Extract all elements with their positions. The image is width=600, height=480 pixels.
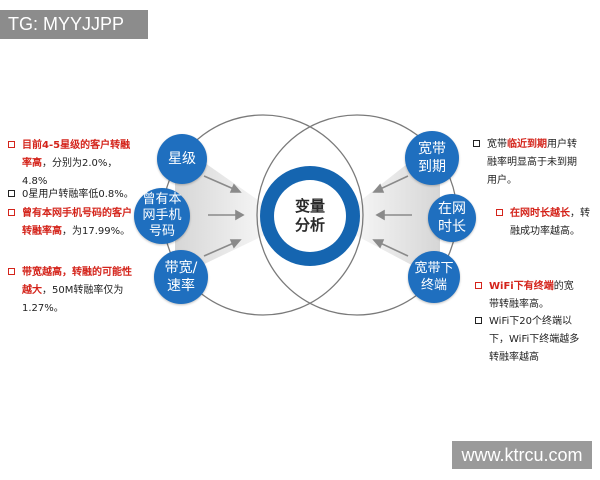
- arrow-left-1: [203, 175, 237, 191]
- node-own-network-phone: 曾有本 网手机 号码: [134, 188, 190, 244]
- red-checkbox-icon: [8, 268, 15, 275]
- node-broadband-expiry: 宽带 到期: [405, 131, 459, 185]
- checkbox-icon: [8, 190, 15, 197]
- arrow-right-1: [377, 175, 409, 191]
- corner-tag: TG: MYYJJPP: [0, 10, 148, 39]
- watermark: www.ktrcu.com: [452, 441, 592, 469]
- node-bandwidth-rate: 带宽/ 速率: [154, 250, 208, 304]
- red-checkbox-icon: [8, 209, 15, 216]
- red-checkbox-icon: [475, 282, 482, 289]
- node-star-rating: 星级: [157, 134, 207, 184]
- red-checkbox-icon: [496, 209, 503, 216]
- note-right-tenure: 在网时长越长，转融成功率越高。: [496, 205, 594, 241]
- note-right-wifi-terminal: WiFi下有终端的宽带转融率高。: [475, 278, 581, 314]
- note-right-expiry: 宽带临近到期用户转融率明显高于未到期用户。: [473, 136, 579, 190]
- checkbox-icon: [475, 317, 482, 324]
- center-label: 变量 分析: [274, 180, 346, 252]
- node-wifi-terminals: 宽带下 终端: [408, 251, 460, 303]
- note-right-wifi-count: WiFi下20个终端以下，WiFi下终端越多转融率越高: [475, 313, 581, 367]
- note-left-star-low: 0星用户转融率低0.8%。: [8, 186, 138, 204]
- note-left-bandwidth: 带宽越高，转融的可能性越大，50M转融率仅为1.27%。: [8, 264, 134, 318]
- arrow-right-3: [377, 241, 409, 257]
- center-circle: 变量 分析: [260, 166, 360, 266]
- red-checkbox-icon: [8, 141, 15, 148]
- note-left-phone: 曾有本网手机号码的客户转融率高，为17.99%。: [8, 205, 134, 241]
- note-left-star-high: 目前4-5星级的客户转融率高，分别为2.0%，4.8%: [8, 137, 138, 191]
- node-tenure: 在网 时长: [428, 194, 476, 242]
- arrow-left-3: [203, 241, 237, 257]
- checkbox-icon: [473, 140, 480, 147]
